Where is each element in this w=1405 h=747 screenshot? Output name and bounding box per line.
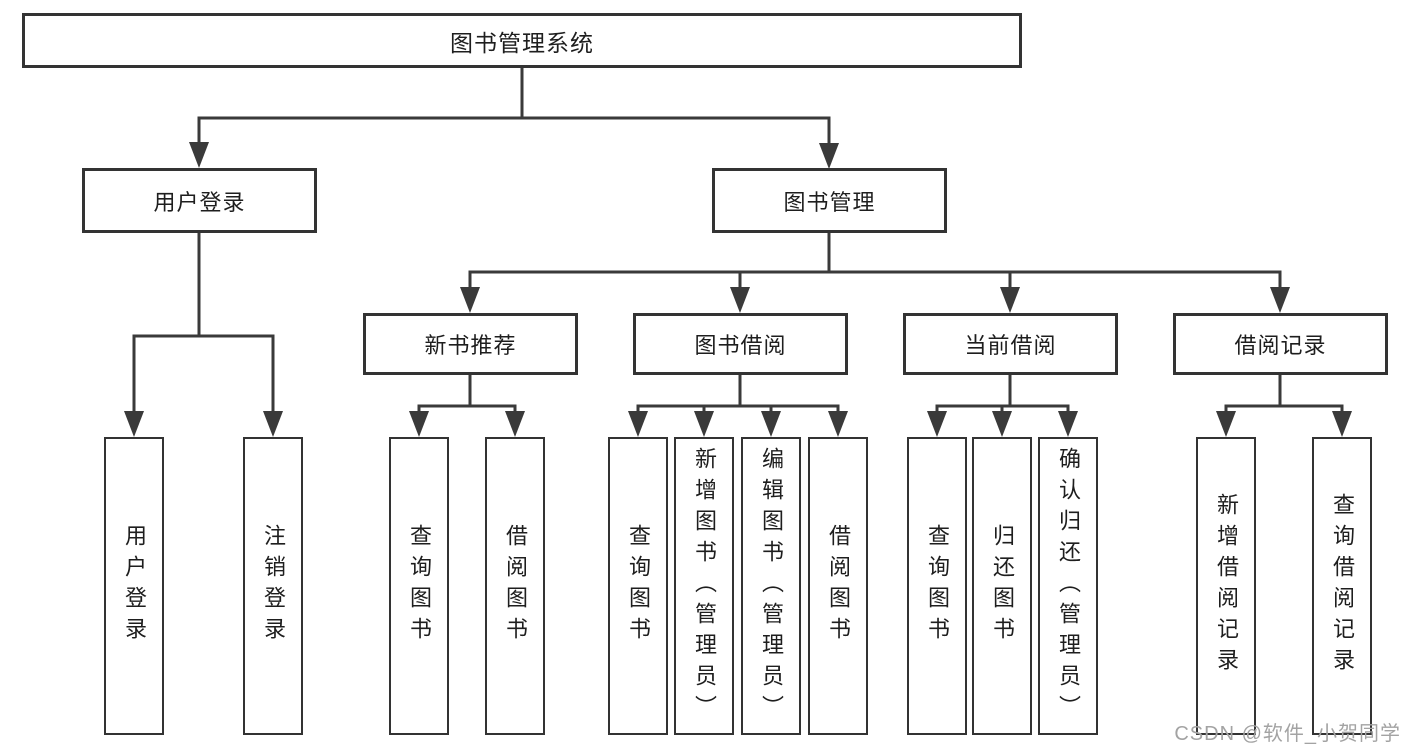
leaf-confirm-return-admin-label: 确认归还（管理员） bbox=[1056, 446, 1081, 726]
leaf-confirm-return-admin: 确认归还（管理员） bbox=[1038, 437, 1098, 735]
node-book-management-label: 图书管理 bbox=[783, 189, 876, 215]
node-borrow-records: 借阅记录 bbox=[1173, 313, 1388, 375]
leaf-borrow-books-recommend: 借阅图书 bbox=[485, 437, 545, 735]
arrowheads bbox=[124, 142, 1352, 437]
leaf-return-books-label: 归还图书 bbox=[990, 524, 1015, 648]
node-borrow-records-label: 借阅记录 bbox=[1234, 333, 1327, 358]
leaf-add-books-admin: 新增图书（管理员） bbox=[674, 437, 734, 735]
leaf-logout-label: 注销登录 bbox=[261, 524, 286, 648]
leaf-add-borrow-record: 新增借阅记录 bbox=[1196, 437, 1256, 735]
leaf-query-books-current-label: 查询图书 bbox=[925, 524, 950, 648]
node-library-system-label: 图书管理系统 bbox=[450, 29, 594, 56]
leaf-query-borrow-record: 查询借阅记录 bbox=[1312, 437, 1372, 735]
leaf-edit-books-admin: 编辑图书（管理员） bbox=[741, 437, 801, 735]
leaf-user-login: 用户登录 bbox=[104, 437, 164, 735]
leaf-add-books-admin-label: 新增图书（管理员） bbox=[692, 446, 717, 726]
leaf-return-books: 归还图书 bbox=[972, 437, 1032, 735]
leaf-add-borrow-record-label: 新增借阅记录 bbox=[1214, 493, 1239, 679]
leaf-edit-books-admin-label: 编辑图书（管理员） bbox=[759, 446, 784, 726]
leaf-user-login-label: 用户登录 bbox=[122, 524, 147, 648]
leaf-query-books-borrow-label: 查询图书 bbox=[626, 524, 651, 648]
leaf-borrow-books-label: 借阅图书 bbox=[826, 524, 851, 648]
leaf-logout: 注销登录 bbox=[243, 437, 303, 735]
csdn-watermark: CSDN @软件_小贺同学 bbox=[1174, 723, 1401, 745]
node-book-borrow: 图书借阅 bbox=[633, 313, 848, 375]
node-current-borrow: 当前借阅 bbox=[903, 313, 1118, 375]
leaf-borrow-books-recommend-label: 借阅图书 bbox=[503, 524, 528, 648]
leaf-query-books-borrow: 查询图书 bbox=[608, 437, 668, 735]
node-book-management: 图书管理 bbox=[712, 168, 947, 233]
leaf-query-books-recommend-label: 查询图书 bbox=[407, 524, 432, 648]
node-library-system: 图书管理系统 bbox=[22, 13, 1022, 68]
leaf-query-borrow-record-label: 查询借阅记录 bbox=[1330, 493, 1355, 679]
leaf-query-books-current: 查询图书 bbox=[907, 437, 967, 735]
leaf-borrow-books: 借阅图书 bbox=[808, 437, 868, 735]
leaf-query-books-recommend: 查询图书 bbox=[389, 437, 449, 735]
node-book-borrow-label: 图书借阅 bbox=[694, 333, 787, 358]
node-user-login: 用户登录 bbox=[82, 168, 317, 233]
node-new-book-recommend-label: 新书推荐 bbox=[424, 333, 517, 358]
node-new-book-recommend: 新书推荐 bbox=[363, 313, 578, 375]
node-current-borrow-label: 当前借阅 bbox=[964, 333, 1057, 358]
node-user-login-label: 用户登录 bbox=[153, 189, 246, 215]
